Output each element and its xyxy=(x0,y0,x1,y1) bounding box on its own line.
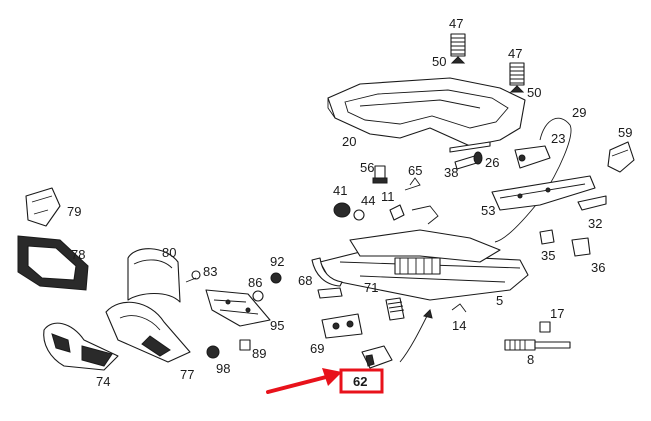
part-14-clip[interactable] xyxy=(451,303,467,313)
label-74: 74 xyxy=(96,374,110,389)
part-23-bracket[interactable] xyxy=(514,145,551,169)
label-50a: 50 xyxy=(432,54,446,69)
part-79-shell[interactable] xyxy=(25,187,61,227)
part-36-bracket[interactable] xyxy=(571,237,591,257)
label-41: 41 xyxy=(333,183,347,198)
part-32-handle[interactable] xyxy=(577,195,607,211)
label-92: 92 xyxy=(270,254,284,269)
label-79: 79 xyxy=(67,204,81,219)
label-59: 59 xyxy=(618,125,632,140)
part-35-clip[interactable] xyxy=(539,229,555,245)
part-47-spring-left[interactable] xyxy=(450,33,466,57)
callout-highlight-box xyxy=(339,368,384,394)
label-86: 86 xyxy=(248,275,262,290)
label-62-highlighted[interactable]: 62 xyxy=(353,374,367,389)
label-26: 26 xyxy=(485,155,499,170)
label-35: 35 xyxy=(541,248,555,263)
part-53-rail[interactable] xyxy=(491,175,596,211)
part-65-clip[interactable] xyxy=(404,177,421,191)
part-71-bolt[interactable] xyxy=(385,297,405,321)
label-71: 71 xyxy=(364,280,378,295)
label-50b: 50 xyxy=(527,85,541,100)
part-11-washer[interactable] xyxy=(389,204,439,225)
part-92-screw[interactable] xyxy=(270,272,282,284)
label-14: 14 xyxy=(452,318,466,333)
part-80-cover[interactable] xyxy=(127,248,181,303)
label-23: 23 xyxy=(551,131,565,146)
part-62-cap[interactable] xyxy=(361,345,393,369)
part-20-seat-frame[interactable] xyxy=(327,77,526,147)
part-17-bolt[interactable] xyxy=(539,321,551,333)
part-74-cover[interactable] xyxy=(43,322,119,371)
part-38-screw[interactable] xyxy=(454,151,483,170)
part-50-cap-left[interactable] xyxy=(450,56,466,64)
label-78: 78 xyxy=(71,247,85,262)
part-29-cable[interactable] xyxy=(494,117,572,243)
label-83: 83 xyxy=(203,264,217,279)
part-78-cover[interactable] xyxy=(17,235,89,291)
part-69-bracket[interactable] xyxy=(321,313,363,339)
part-labels: 47 50 47 50 29 20 23 59 56 65 38 26 41 1… xyxy=(67,16,632,389)
label-8: 8 xyxy=(527,352,534,367)
label-53: 53 xyxy=(481,203,495,218)
label-29: 29 xyxy=(572,105,586,120)
part-68-bracket[interactable] xyxy=(317,287,343,299)
part-50-cap-right[interactable] xyxy=(509,85,525,93)
label-68: 68 xyxy=(298,273,312,288)
part-95-bracket[interactable] xyxy=(205,289,271,327)
label-65: 65 xyxy=(408,163,422,178)
label-11: 11 xyxy=(381,189,395,204)
part-44-bushing[interactable] xyxy=(353,209,365,221)
part-56-bolt[interactable] xyxy=(372,165,388,184)
label-36: 36 xyxy=(591,260,605,275)
label-17: 17 xyxy=(550,306,564,321)
part-5-seat-track[interactable] xyxy=(311,229,529,301)
part-89-clip[interactable] xyxy=(239,339,251,351)
label-69: 69 xyxy=(310,341,324,356)
label-5: 5 xyxy=(496,293,503,308)
part-41-bushing[interactable] xyxy=(333,202,351,218)
part-86-nut[interactable] xyxy=(252,290,264,302)
label-20: 20 xyxy=(342,134,356,149)
callout-arrow xyxy=(266,368,342,394)
part-8-gas-strut[interactable] xyxy=(504,339,571,351)
part-26-pin[interactable] xyxy=(449,141,491,153)
part-62-leader-arrow xyxy=(399,309,433,363)
label-44: 44 xyxy=(361,193,375,208)
label-47a: 47 xyxy=(449,16,463,31)
label-80: 80 xyxy=(162,245,176,260)
label-47b: 47 xyxy=(508,46,522,61)
part-83-screw[interactable] xyxy=(185,270,201,283)
label-95: 95 xyxy=(270,318,284,333)
label-56: 56 xyxy=(360,160,374,175)
label-32: 32 xyxy=(588,216,602,231)
part-47-spring-right[interactable] xyxy=(509,62,525,86)
label-77: 77 xyxy=(180,367,194,382)
part-98-screw[interactable] xyxy=(206,345,220,359)
part-59-cover[interactable] xyxy=(607,141,635,173)
label-38: 38 xyxy=(444,165,458,180)
label-98: 98 xyxy=(216,361,230,376)
part-77-housing[interactable] xyxy=(105,301,191,363)
label-89: 89 xyxy=(252,346,266,361)
